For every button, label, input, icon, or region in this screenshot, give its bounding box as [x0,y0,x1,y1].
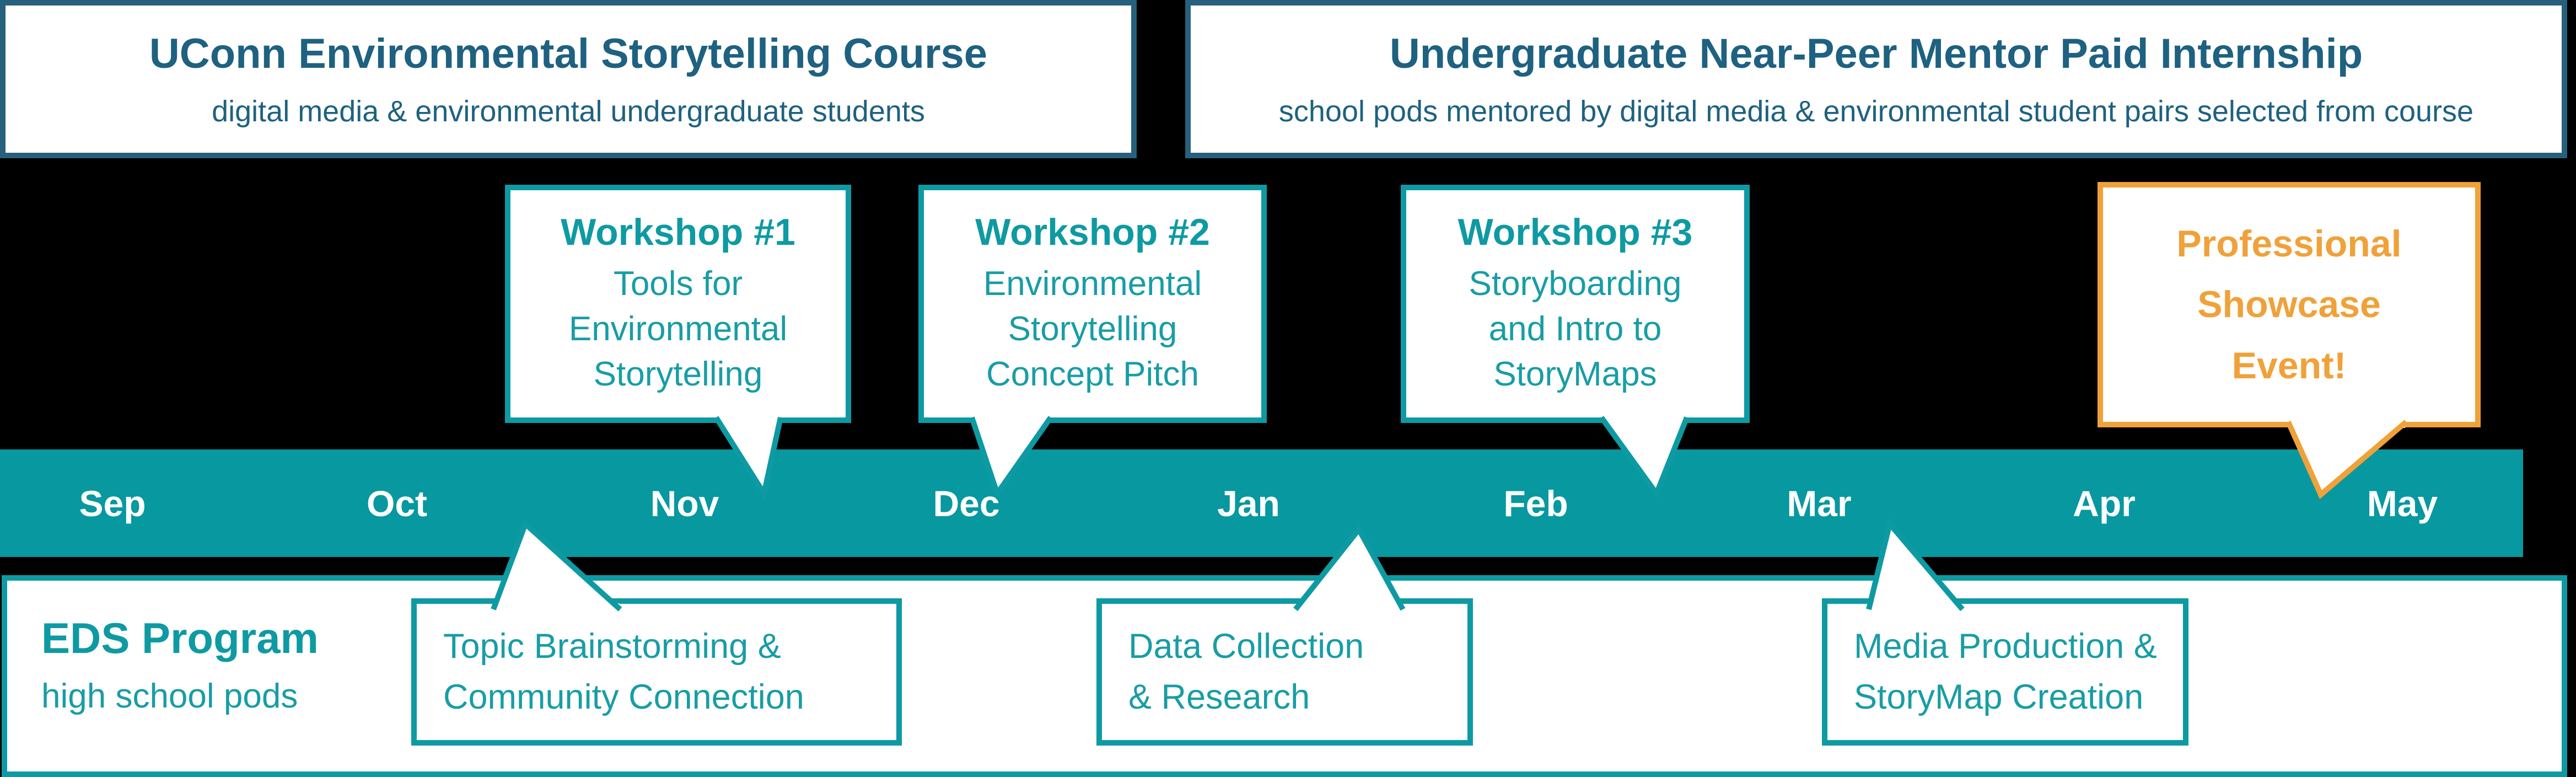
workshop-1-title: Workshop #1 [561,211,795,254]
showcase-event-callout: Professional Showcase Event! [2098,182,2481,427]
course-subtitle: digital media & environmental undergradu… [212,95,925,128]
month-label-sep: Sep [79,483,146,524]
milestone-line: & Research [1128,677,1310,716]
milestone-media-production-callout: Media Production & StoryMap Creation [1822,598,2188,746]
milestone-data-collection-pointer [1293,524,1406,612]
workshop-3-line: and Intro to [1488,310,1662,349]
internship-subtitle: school pods mentored by digital media & … [1278,95,2474,128]
workshop-1-line: Tools for [613,265,743,303]
milestone-line: Media Production & [1854,627,2157,666]
eds-program-subtitle: high school pods [41,677,298,715]
workshop-2-line: Storytelling [1008,310,1177,349]
workshop-2-callout: Workshop #2 Environmental Storytelling C… [918,185,1267,423]
workshop-3-line: Storyboarding [1469,265,1682,303]
internship-title: Undergraduate Near-Peer Mentor Paid Inte… [1389,30,2363,77]
month-label-jan: Jan [1217,483,1280,524]
month-label-feb: Feb [1503,483,1568,524]
showcase-pointer [2285,420,2408,500]
milestone-line: StoryMap Creation [1854,677,2144,716]
month-label-oct: Oct [366,483,428,524]
milestone-line: Topic Brainstorming & [443,627,781,666]
milestone-media-production-pointer [1866,518,1965,612]
workshop-3-line: StoryMaps [1493,355,1657,393]
workshop-3-title: Workshop #3 [1458,211,1693,254]
workshop-1-line: Storytelling [593,355,763,393]
workshop-2-title: Workshop #2 [975,211,1210,254]
workshop-3-callout: Workshop #3 Storyboarding and Intro to S… [1401,185,1750,423]
milestone-data-collection-callout: Data Collection & Research [1096,598,1473,746]
workshop-1-callout: Workshop #1 Tools for Environmental Stor… [505,185,851,423]
milestone-brainstorming-pointer [491,519,622,612]
milestone-line: Data Collection [1128,627,1364,666]
workshop-1-pointer [713,416,783,501]
course-title: UConn Environmental Storytelling Course [149,30,988,77]
month-label-may: May [2367,483,2438,524]
workshop-2-line: Environmental [983,265,1202,303]
workshop-1-line: Environmental [568,310,788,349]
eds-program-title: EDS Program [41,614,319,662]
showcase-line: Event! [2231,344,2347,387]
month-label-apr: Apr [2073,483,2136,524]
workshop-3-pointer [1599,416,1690,500]
month-label-nov: Nov [650,483,719,524]
workshop-2-line: Concept Pitch [986,355,1199,393]
showcase-line: Professional [2176,223,2402,265]
header-box-internship: Undergraduate Near-Peer Mentor Paid Inte… [1185,0,2567,158]
timeline-bar: Sep Oct Nov Dec Jan Feb Mar Apr May [0,449,2523,557]
showcase-line: Showcase [2197,283,2381,326]
eds-program-label: EDS Program high school pods [41,617,319,714]
milestone-brainstorming-callout: Topic Brainstorming & Community Connecti… [411,598,902,746]
milestone-line: Community Connection [443,677,804,716]
month-label-mar: Mar [1787,483,1852,524]
month-label-dec: Dec [933,483,1000,524]
header-box-course: UConn Environmental Storytelling Course … [0,0,1137,158]
workshop-2-pointer [969,416,1053,500]
